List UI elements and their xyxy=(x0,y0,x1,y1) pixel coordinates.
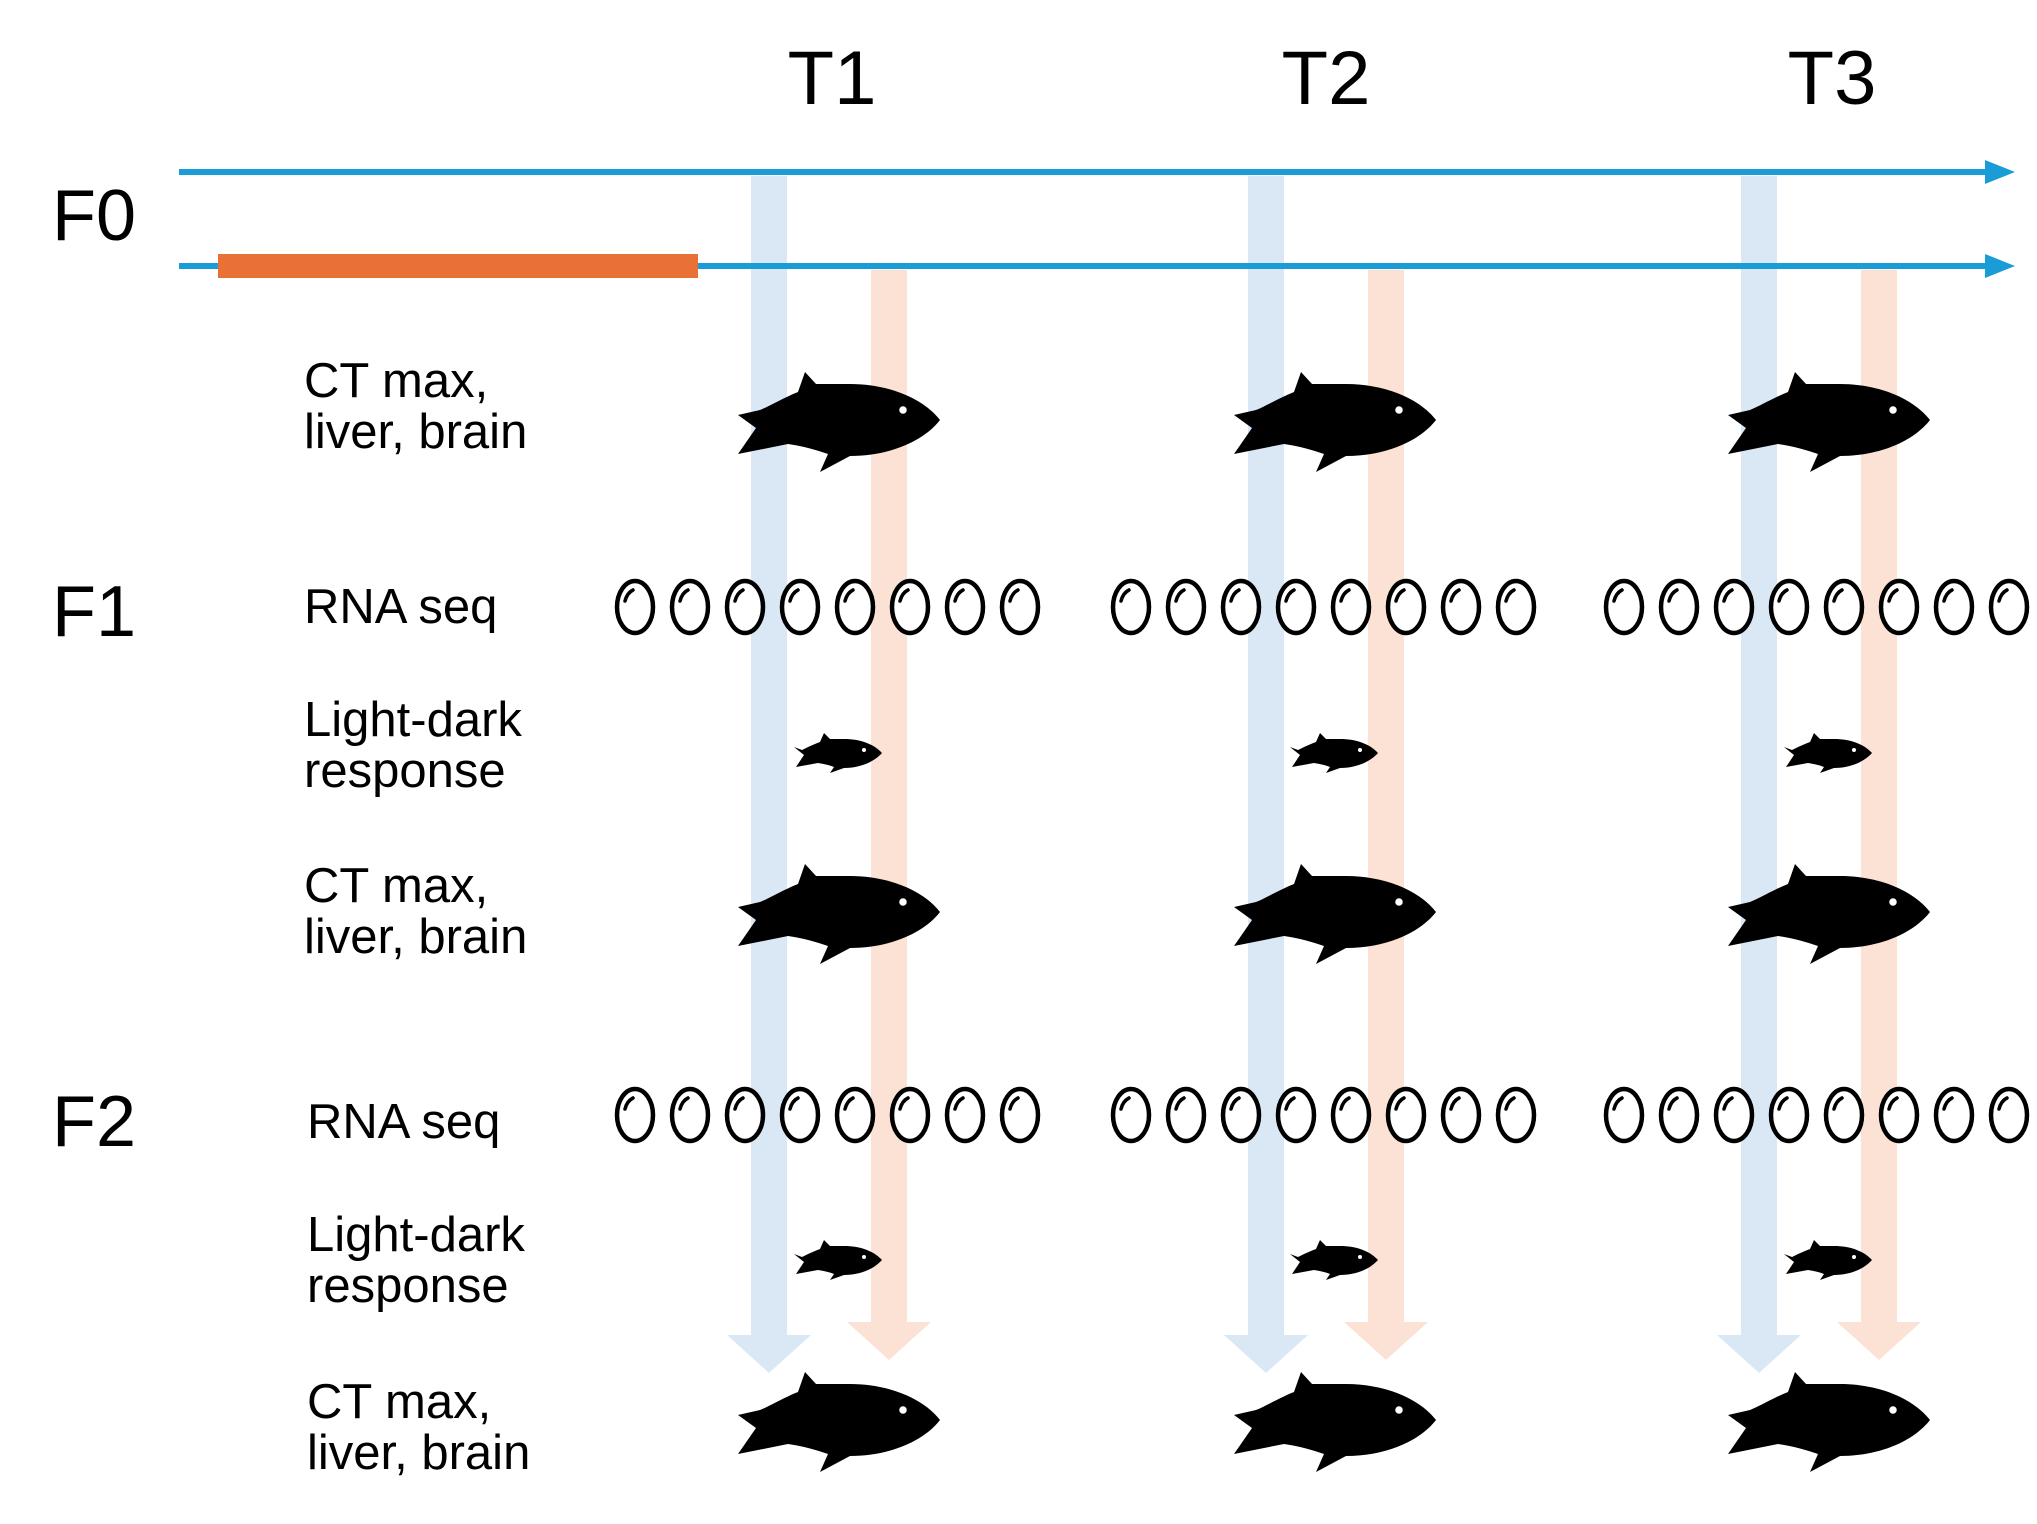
generation-label-f0: F0 xyxy=(52,176,136,256)
timepoint-labels: T1 T2 T3 xyxy=(788,36,1877,121)
egg-icon xyxy=(1498,1089,1534,1141)
egg-icon xyxy=(892,1089,928,1141)
egg-icon xyxy=(1168,1089,1204,1141)
egg-icon xyxy=(1826,1089,1862,1141)
egg-icon xyxy=(1278,1089,1314,1141)
egg-icon xyxy=(1002,1089,1038,1141)
egg-icon xyxy=(1771,1089,1807,1141)
egg-icon xyxy=(1826,581,1862,633)
sample-icons xyxy=(617,370,2027,1474)
f2-adult-fish-icon-t3 xyxy=(1726,1370,1932,1474)
f0-timelines xyxy=(179,160,2015,278)
f2-larva-fish-icon-t2 xyxy=(1288,1238,1380,1282)
egg-icon xyxy=(1168,581,1204,633)
egg-icon xyxy=(1223,1089,1259,1141)
egg-icon xyxy=(782,1089,818,1141)
timepoint-label-t1: T1 xyxy=(788,36,877,121)
egg-icon xyxy=(837,581,873,633)
f2-adult-label-line1: CT max, xyxy=(307,1375,491,1429)
egg-icon xyxy=(1443,1089,1479,1141)
f2-egg-group-t1 xyxy=(617,1089,1038,1141)
exposure-arrows xyxy=(727,176,1921,1373)
egg-icon xyxy=(1278,581,1314,633)
egg-icon xyxy=(1606,581,1642,633)
egg-icon xyxy=(947,581,983,633)
egg-icon xyxy=(892,581,928,633)
egg-icon xyxy=(1716,581,1752,633)
egg-icon xyxy=(1716,1089,1752,1141)
generation-label-f1: F1 xyxy=(52,572,136,652)
f0-adult-label-line2: liver, brain xyxy=(304,405,527,459)
control-arrow-t3 xyxy=(1717,176,1801,1373)
row-labels: CT max, liver, brain RNA seq Light-dark … xyxy=(304,354,530,1480)
egg-icon xyxy=(727,581,763,633)
egg-icon xyxy=(617,581,653,633)
f2-egg-group-t2 xyxy=(1113,1089,1534,1141)
control-arrow-t2 xyxy=(1224,176,1308,1373)
egg-icon xyxy=(1388,1089,1424,1141)
f1-adult-label-line2: liver, brain xyxy=(304,910,527,964)
egg-icon xyxy=(837,1089,873,1141)
egg-icon xyxy=(1223,581,1259,633)
egg-icon xyxy=(1771,581,1807,633)
f2-egg-group-t3 xyxy=(1606,1089,2027,1141)
control-timeline-arrowhead xyxy=(1985,160,2015,184)
generation-labels: F0 F1 F2 xyxy=(52,176,136,1162)
egg-icon xyxy=(1498,581,1534,633)
f2-larva-label-line2: response xyxy=(307,1259,509,1313)
egg-icon xyxy=(727,1089,763,1141)
egg-icon xyxy=(947,1089,983,1141)
f1-larva-fish-icon-t2 xyxy=(1288,731,1380,775)
f2-larva-label-line1: Light-dark xyxy=(307,1208,525,1262)
egg-icon xyxy=(1661,581,1697,633)
egg-icon xyxy=(617,1089,653,1141)
egg-icon xyxy=(1002,581,1038,633)
f1-adult-label-line1: CT max, xyxy=(304,859,488,913)
f2-adult-label-line2: liver, brain xyxy=(307,1426,530,1480)
egg-icon xyxy=(1113,581,1149,633)
f2-adult-fish-icon-t1 xyxy=(736,1370,942,1474)
timepoint-label-t2: T2 xyxy=(1282,36,1371,121)
treatment-arrow-t2 xyxy=(1344,270,1428,1360)
timepoint-label-t3: T3 xyxy=(1788,36,1877,121)
f1-egg-group-t2 xyxy=(1113,581,1534,633)
f2-rna-label: RNA seq xyxy=(307,1095,500,1149)
f2-larva-fish-icon-t3 xyxy=(1782,1238,1874,1282)
generation-label-f2: F2 xyxy=(52,1082,136,1162)
egg-icon xyxy=(672,581,708,633)
f1-larva-label-line2: response xyxy=(304,744,506,798)
treatment-arrow-t3 xyxy=(1837,270,1921,1360)
treatment-arrow-t1 xyxy=(847,270,931,1360)
f0-adult-label-line1: CT max, xyxy=(304,354,488,408)
f1-egg-group-t3 xyxy=(1606,581,2027,633)
f1-egg-group-t1 xyxy=(617,581,1038,633)
f1-larva-label-line1: Light-dark xyxy=(304,693,522,747)
treatment-exposure-bar xyxy=(218,254,698,278)
egg-icon xyxy=(1991,1089,2027,1141)
egg-icon xyxy=(1881,1089,1917,1141)
egg-icon xyxy=(1388,581,1424,633)
f1-rna-label: RNA seq xyxy=(304,580,497,634)
f2-adult-fish-icon-t2 xyxy=(1232,1370,1438,1474)
egg-icon xyxy=(1333,581,1369,633)
f1-larva-fish-icon-t1 xyxy=(792,731,884,775)
control-arrow-t1 xyxy=(727,176,811,1373)
egg-icon xyxy=(672,1089,708,1141)
egg-icon xyxy=(1443,581,1479,633)
egg-icon xyxy=(782,581,818,633)
f2-larva-fish-icon-t1 xyxy=(792,1238,884,1282)
egg-icon xyxy=(1333,1089,1369,1141)
egg-icon xyxy=(1881,581,1917,633)
egg-icon xyxy=(1991,581,2027,633)
f1-larva-fish-icon-t3 xyxy=(1782,731,1874,775)
egg-icon xyxy=(1936,1089,1972,1141)
egg-icon xyxy=(1661,1089,1697,1141)
egg-icon xyxy=(1936,581,1972,633)
treatment-timeline-arrowhead xyxy=(1985,254,2015,278)
egg-icon xyxy=(1113,1089,1149,1141)
egg-icon xyxy=(1606,1089,1642,1141)
